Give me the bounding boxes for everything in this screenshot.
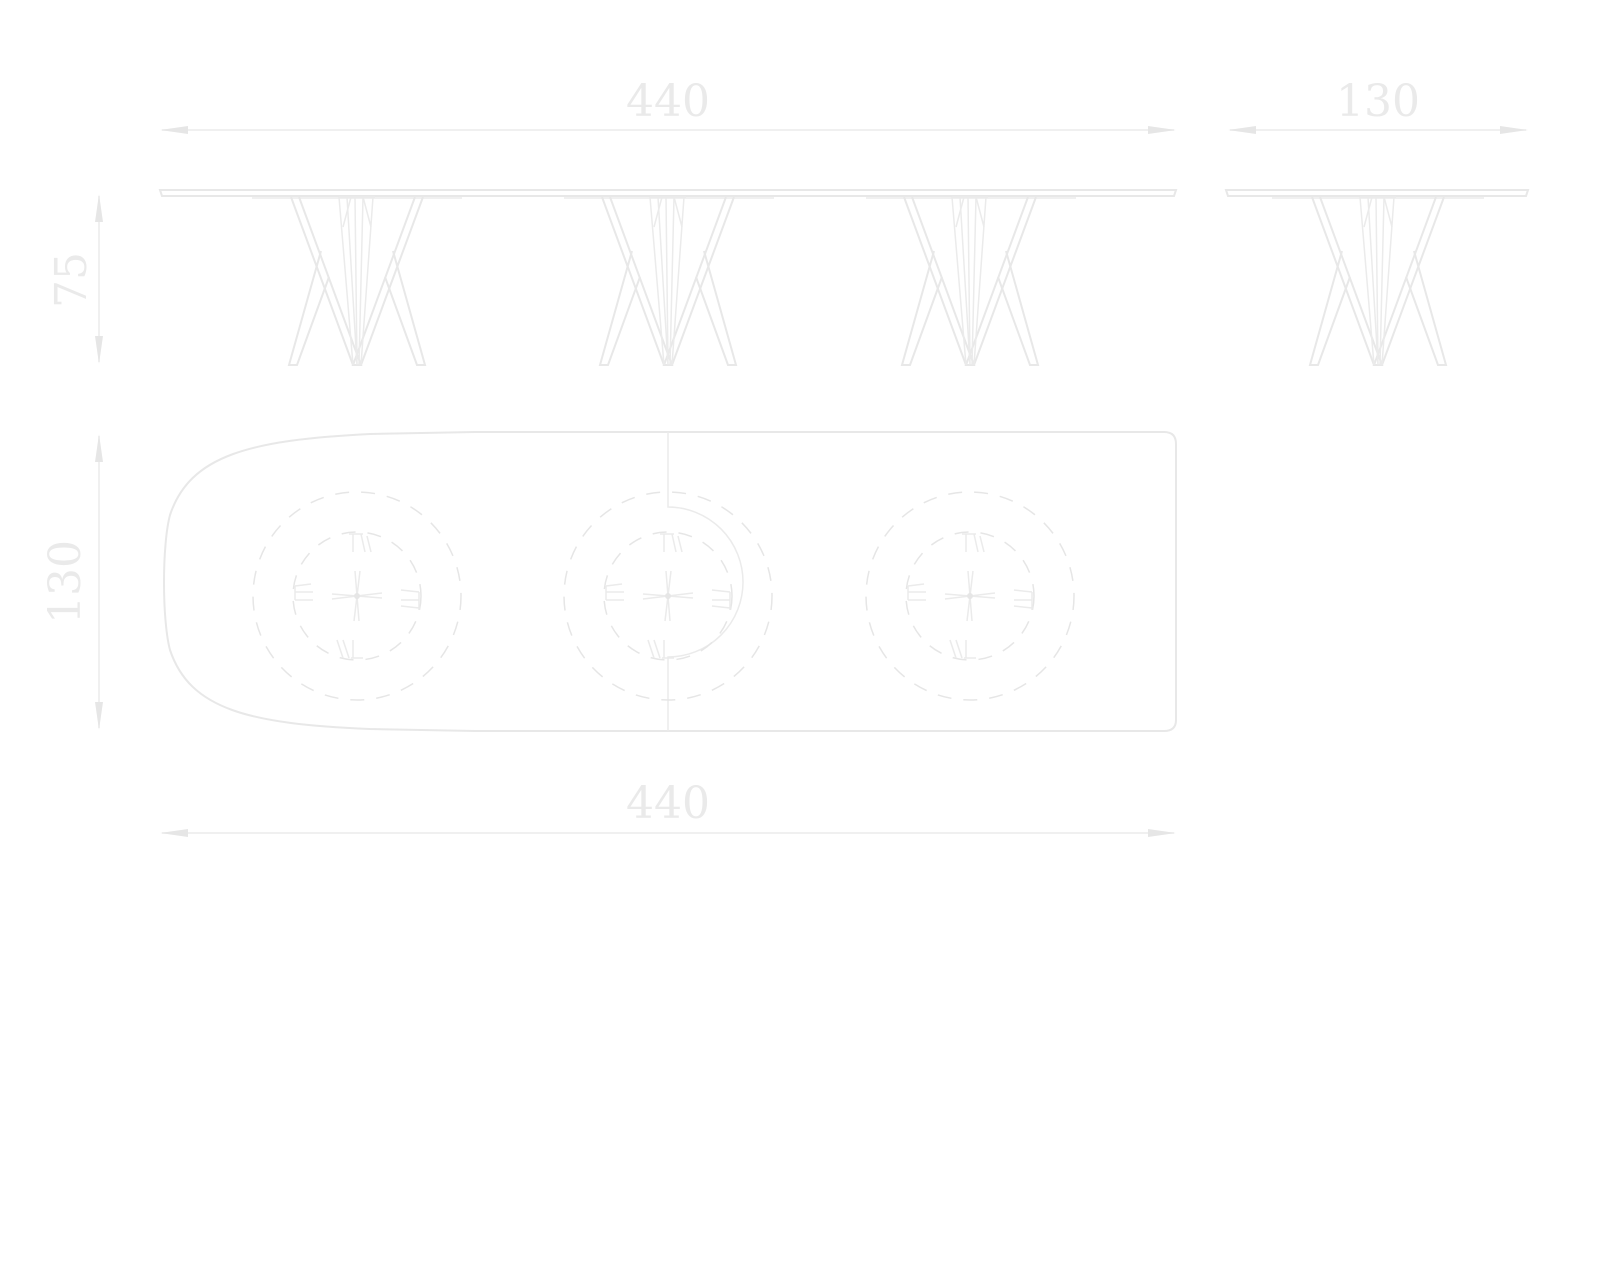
- plan-depth-dimension: 130: [40, 434, 103, 730]
- side-elevation: [1224, 189, 1530, 366]
- plan-width-label: 440: [626, 778, 710, 829]
- height-label: 75: [46, 252, 97, 308]
- side-depth-dimension: 130: [1228, 76, 1528, 134]
- front-width-label: 440: [626, 76, 710, 127]
- plan-depth-label: 130: [40, 540, 91, 624]
- side-depth-label: 130: [1336, 76, 1420, 127]
- plan-width-dimension: 440: [160, 778, 1176, 837]
- front-elevation: [158, 189, 1178, 366]
- front-width-dimension: 440: [160, 76, 1176, 134]
- plan-view: [163, 431, 1177, 732]
- height-dimension: 75: [46, 194, 103, 364]
